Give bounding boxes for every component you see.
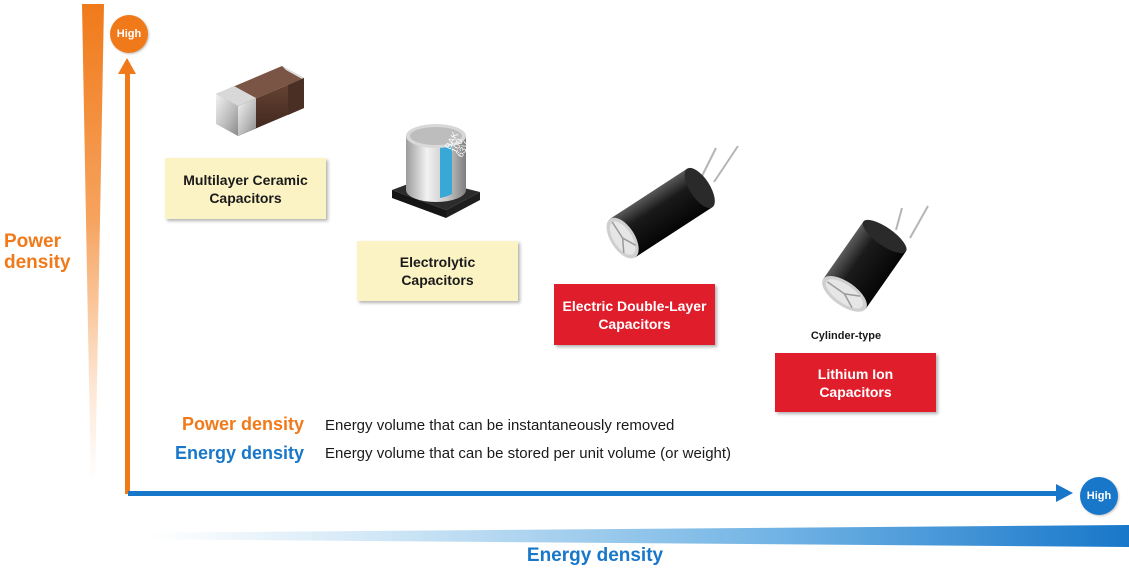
electric-double-layer-label: Electric Double-Layer Capacitors bbox=[554, 284, 715, 345]
y-axis-arrowhead bbox=[118, 58, 136, 74]
multilayer-ceramic-capacitor-image bbox=[216, 66, 304, 136]
x-axis-arrowhead bbox=[1056, 484, 1073, 502]
lithium-ion-capacitor-image bbox=[822, 205, 929, 312]
cylinder-type-note: Cylinder-type bbox=[810, 330, 882, 342]
multilayer-ceramic-label: Multilayer Ceramic Capacitors bbox=[165, 158, 326, 219]
legend-power-density-term: Power density bbox=[181, 414, 304, 434]
mlcc-label-line1: Multilayer Ceramic bbox=[183, 171, 308, 188]
edlc-label-line2: Capacitors bbox=[598, 315, 671, 332]
electrolytic-label-line2: Capacitors bbox=[401, 272, 474, 288]
x-axis-title: Energy density bbox=[526, 545, 664, 566]
energy-density-gradient-wedge bbox=[150, 525, 1129, 547]
lic-label-line1: Lithium Ion bbox=[817, 365, 894, 382]
electrolytic-label: Electrolytic Capacitors bbox=[357, 241, 518, 301]
electric-double-layer-capacitor-image bbox=[606, 145, 739, 259]
y-axis-line bbox=[125, 70, 130, 494]
y-axis-title-line2: density bbox=[4, 252, 71, 273]
electrolytic-label-line1: Electrolytic bbox=[399, 254, 476, 270]
lic-label-line2: Capacitors bbox=[819, 383, 892, 400]
legend-energy-density-description: Energy volume that can be stored per uni… bbox=[325, 445, 732, 462]
edlc-label-line1: Electric Double-Layer bbox=[562, 297, 707, 314]
y-axis-title: Power density bbox=[4, 231, 74, 273]
y-axis-high-badge: High bbox=[110, 15, 148, 53]
x-axis-line bbox=[128, 491, 1060, 496]
legend-energy-density-term: Energy density bbox=[174, 443, 304, 463]
mlcc-label-line2: Capacitors bbox=[209, 189, 282, 206]
x-axis-high-badge: High bbox=[1080, 477, 1118, 515]
electrolytic-capacitor-image: BAK 100 63V bbox=[392, 124, 480, 218]
lithium-ion-label: Lithium Ion Capacitors bbox=[775, 353, 936, 412]
power-density-gradient-wedge bbox=[82, 4, 104, 480]
y-axis-title-line1: Power bbox=[4, 231, 62, 252]
legend-power-density-description: Energy volume that can be instantaneousl… bbox=[325, 417, 675, 434]
